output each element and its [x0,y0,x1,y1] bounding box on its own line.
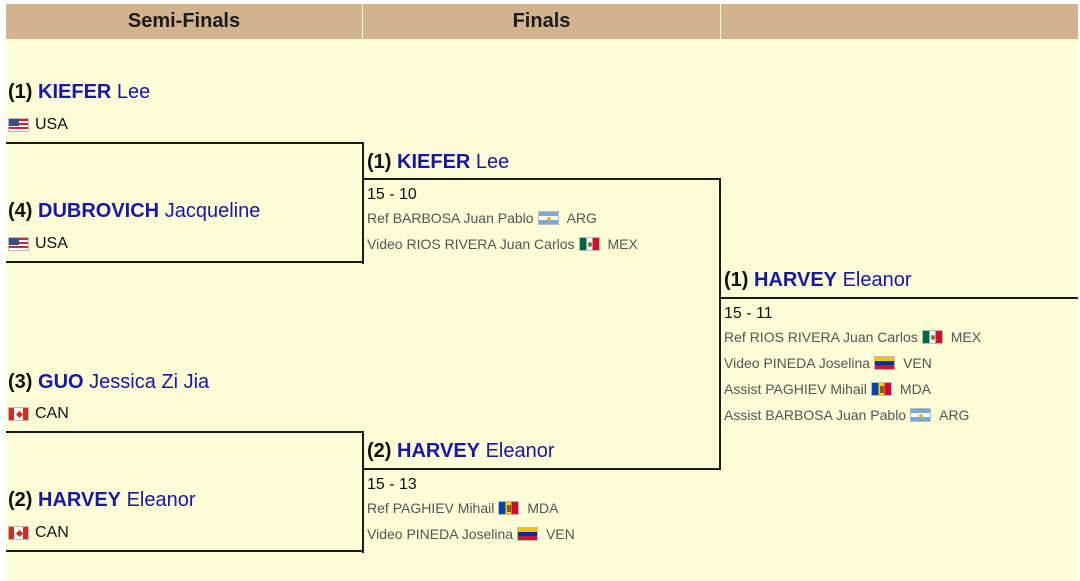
last-name: HARVEY [754,269,838,291]
official-name: PINEDA Joselina [406,526,514,542]
official-role: Ref [367,210,389,226]
bracket-line [362,142,364,264]
video-referee-winner: Video PINEDA Joselina VEN [724,355,932,371]
bout-score-winner: 15 - 11 [724,305,773,322]
moldova-flag-icon [498,501,520,515]
fencer-name-final-2[interactable]: (2) HARVEY Eleanor [367,440,555,462]
official-role: Ref [724,329,746,345]
fencer-name-winner[interactable]: (1) HARVEY Eleanor [724,269,912,291]
official-role: Assist [724,407,762,423]
country-code: CAN [35,405,69,422]
video-referee-final-2: Video PINEDA Joselina VEN [367,526,575,542]
last-name: DUBROVICH [38,200,160,222]
official-name: RIOS RIVERA Juan Carlos [749,329,918,345]
official-name: PINEDA Joselina [763,355,871,371]
assist-referee-winner-2: Assist BARBOSA Juan Pablo ARG [724,407,969,423]
header-finals: Finals [363,4,720,39]
seed: (3) [8,371,33,393]
official-country: MDA [527,500,559,516]
bracket-line [362,468,721,470]
seed: (4) [8,200,33,222]
official-country: MEX [950,329,982,345]
fencer-name-semi-3[interactable]: (3) GUO Jessica Zi Jia [8,371,209,393]
moldova-flag-icon [870,382,892,396]
seed: (2) [367,440,392,462]
bracket-table: Semi-Finals Finals (1) KIEFER Lee USA (4… [6,4,1078,581]
seed: (1) [8,81,33,103]
official-country: VEN [903,355,932,371]
country-code: USA [35,116,68,133]
usa-flag-icon [8,237,29,251]
last-name: HARVEY [397,440,481,462]
official-name: BARBOSA Juan Pablo [765,407,907,423]
country-code: USA [35,235,68,252]
mexico-flag-icon [578,237,600,251]
argentina-flag-icon [910,408,932,422]
last-name: GUO [38,371,84,393]
video-referee-final-1: Video RIOS RIVERA Juan Carlos MEX [367,236,638,252]
venezuela-flag-icon [517,527,539,541]
assist-referee-winner-1: Assist PAGHIEV Mihail MDA [724,381,931,397]
last-name: KIEFER [397,151,471,173]
official-country: MEX [607,236,638,252]
seed: (1) [724,269,749,291]
last-name: KIEFER [38,81,112,103]
first-name: Jacqueline [164,200,261,222]
fencer-name-semi-1[interactable]: (1) KIEFER Lee [8,81,150,103]
bout-score-final-1: 15 - 10 [367,186,417,203]
first-name: Eleanor [842,269,912,291]
fencer-name-semi-2[interactable]: (4) DUBROVICH Jacqueline [8,200,260,222]
header-winner [721,4,1078,39]
bracket-line [719,178,721,470]
bout-score-final-2: 15 - 13 [367,476,417,493]
official-country: ARG [566,210,597,226]
country-code: CAN [35,524,69,541]
bracket-line [719,297,1078,299]
seed: (2) [8,489,33,511]
bracket-line [6,550,364,552]
official-role: Video [367,526,403,542]
official-country: VEN [546,526,575,542]
first-name: Eleanor [126,489,196,511]
first-name: Lee [116,81,151,103]
bracket-line [6,261,364,263]
official-name: BARBOSA Juan Pablo [392,210,534,226]
official-name: PAGHIEV Mihail [392,500,495,516]
argentina-flag-icon [537,211,559,225]
official-name: RIOS RIVERA Juan Carlos [406,236,575,252]
fencer-name-semi-4[interactable]: (2) HARVEY Eleanor [8,489,196,511]
fencer-country-semi-2: USA [8,235,68,253]
bracket-line [6,431,364,433]
header-semi-finals: Semi-Finals [6,4,362,39]
usa-flag-icon [8,118,29,132]
first-name: Jessica Zi Jia [89,371,210,393]
canada-flag-icon [8,526,29,540]
referee-final-1: Ref BARBOSA Juan Pablo ARG [367,210,597,226]
official-role: Assist [724,381,762,397]
canada-flag-icon [8,407,29,421]
official-role: Ref [367,500,389,516]
official-country: ARG [939,407,970,423]
bracket-line [6,142,364,144]
referee-final-2: Ref PAGHIEV Mihail MDA [367,500,558,516]
first-name: Eleanor [485,440,555,462]
official-name: PAGHIEV Mihail [765,381,867,397]
official-role: Video [724,355,760,371]
official-role: Video [367,236,403,252]
referee-winner: Ref RIOS RIVERA Juan Carlos MEX [724,329,981,345]
bracket-line [362,431,364,553]
last-name: HARVEY [38,489,122,511]
official-country: MDA [899,381,932,397]
fencer-name-final-1[interactable]: (1) KIEFER Lee [367,151,509,173]
seed: (1) [367,151,392,173]
fencer-country-semi-1: USA [8,116,68,134]
fencer-country-semi-3: CAN [8,405,69,423]
bracket-line [362,178,721,180]
fencer-country-semi-4: CAN [8,524,69,542]
first-name: Lee [475,151,510,173]
venezuela-flag-icon [874,356,896,370]
mexico-flag-icon [921,330,943,344]
